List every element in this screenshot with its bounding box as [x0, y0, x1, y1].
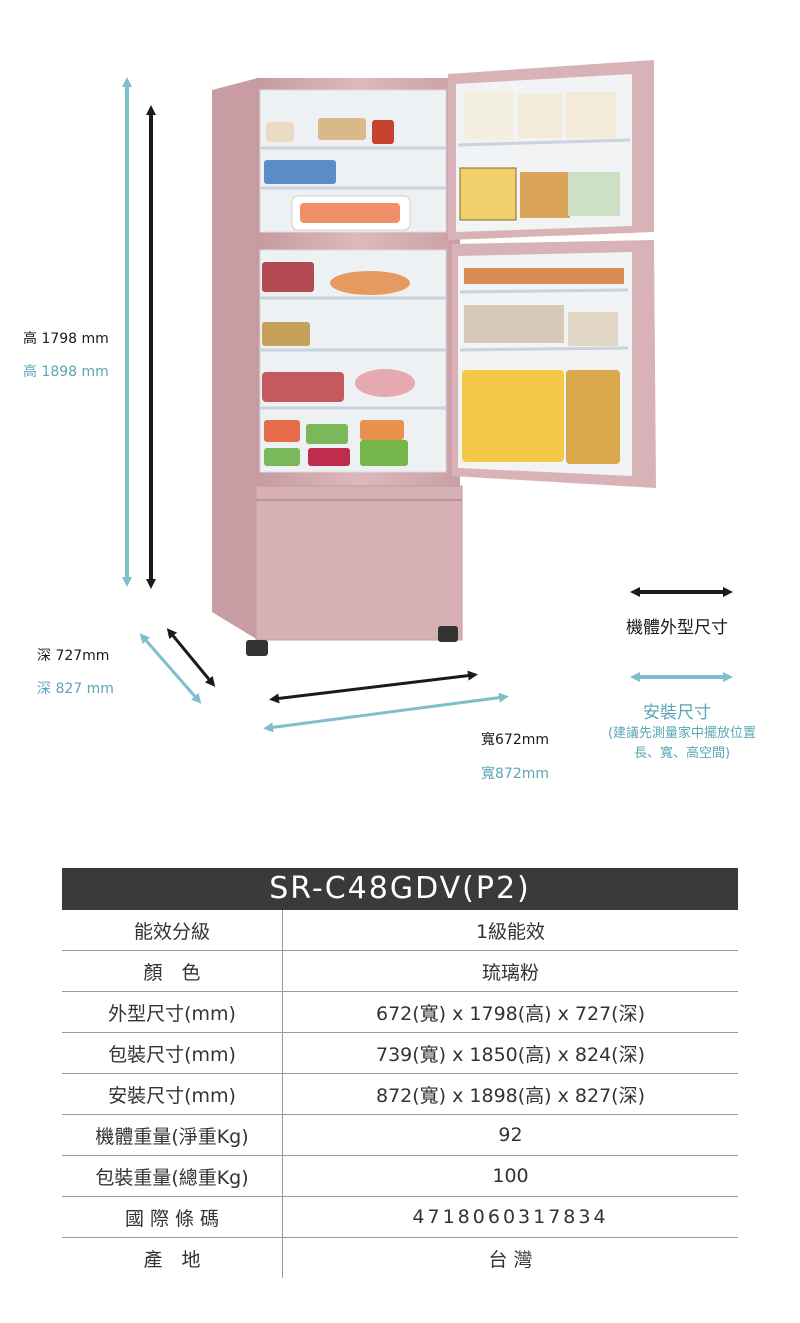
install-note-line1: (建議先測量家中擺放位置 — [607, 726, 757, 741]
body-height-label: 高 1798 mm — [23, 331, 109, 347]
install-note-line2: 長、寬、高空間) — [633, 746, 731, 761]
install-note: (建議先測量家中擺放位置 長、寬、高空間) — [594, 724, 770, 764]
body-depth-label: 深 727mm — [37, 648, 110, 664]
spec-value: 琉璃粉 — [282, 950, 738, 992]
table-row: 外型尺寸(mm)672(寬) x 1798(高) x 727(深) — [62, 991, 738, 1033]
spec-label: 顏 色 — [62, 950, 283, 992]
table-row: 包裝重量(總重Kg)100 — [62, 1155, 738, 1197]
spec-value: 4718060317834 — [282, 1196, 738, 1238]
spec-value: 739(寬) x 1850(高) x 824(深) — [282, 1032, 738, 1074]
model-title: SR-C48GDV(P2) — [62, 868, 738, 910]
install-width-arrow — [263, 692, 509, 733]
body-width-label: 寬672mm — [481, 732, 549, 748]
spec-value: 100 — [282, 1155, 738, 1197]
table-row: 顏 色琉璃粉 — [62, 950, 738, 992]
install-depth-arrow — [139, 633, 202, 704]
spec-label: 安裝尺寸(mm) — [62, 1073, 283, 1115]
spec-label: 外型尺寸(mm) — [62, 991, 283, 1033]
refrigerator-illustration — [212, 60, 656, 656]
dimension-diagram — [122, 60, 733, 733]
legend-install-label: 安裝尺寸 — [643, 703, 711, 723]
spec-value: 1級能效 — [282, 910, 738, 951]
table-row: 安裝尺寸(mm)872(寬) x 1898(高) x 827(深) — [62, 1073, 738, 1115]
spec-value: 672(寬) x 1798(高) x 727(深) — [282, 991, 738, 1033]
spec-label: 國 際 條 碼 — [62, 1196, 283, 1238]
spec-value: 872(寬) x 1898(高) x 827(深) — [282, 1073, 738, 1115]
table-row: 產 地台 灣 — [62, 1237, 738, 1278]
spec-label: 包裝重量(總重Kg) — [62, 1155, 283, 1197]
table-row: 機體重量(淨重Kg)92 — [62, 1114, 738, 1156]
install-width-label: 寬872mm — [481, 766, 549, 782]
spec-label: 機體重量(淨重Kg) — [62, 1114, 283, 1156]
install-depth-label: 深 827 mm — [37, 681, 114, 697]
install-height-label: 高 1898 mm — [23, 364, 109, 380]
spec-label: 包裝尺寸(mm) — [62, 1032, 283, 1074]
spec-label: 能效分級 — [62, 910, 283, 951]
legend-body-label: 機體外型尺寸 — [626, 618, 728, 638]
spec-value: 92 — [282, 1114, 738, 1156]
table-row: 包裝尺寸(mm)739(寬) x 1850(高) x 824(深) — [62, 1032, 738, 1074]
body-width-arrow — [269, 670, 478, 704]
spec-label: 產 地 — [62, 1237, 283, 1278]
spec-value: 台 灣 — [488, 1248, 533, 1271]
